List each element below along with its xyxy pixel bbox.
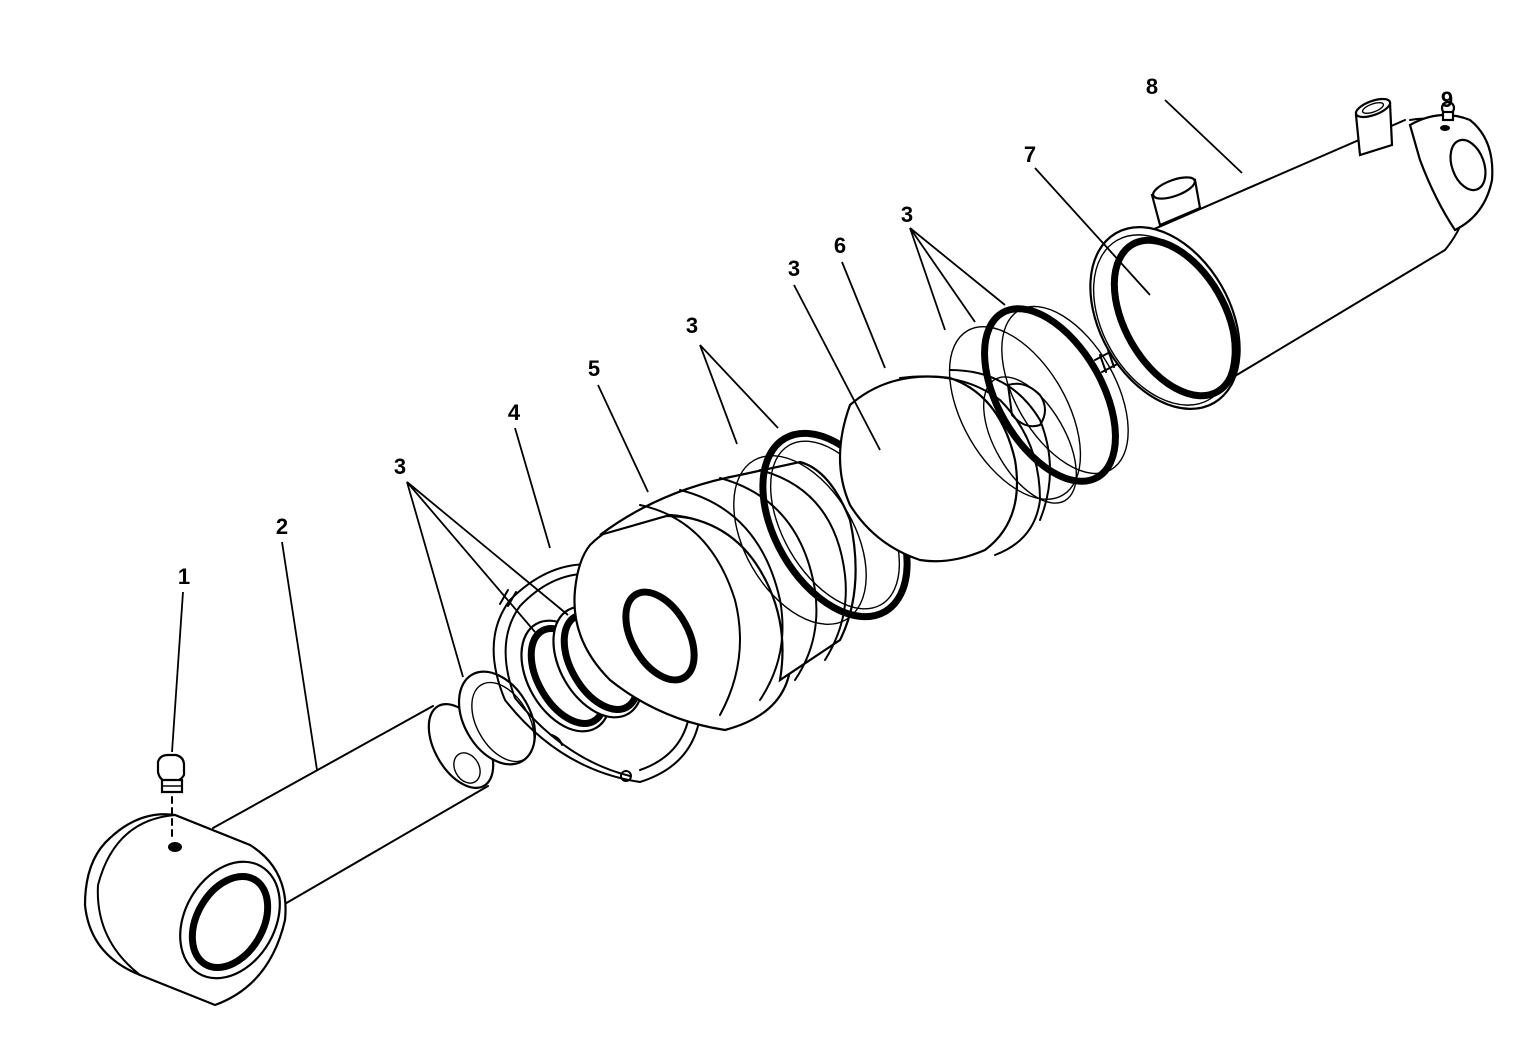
callout-6: 6 <box>834 233 846 258</box>
wear-ring-left <box>457 670 563 766</box>
callout-labels: 1 2 3 4 5 3 3 6 3 7 8 9 <box>178 74 1453 589</box>
leader-lines <box>171 99 1243 771</box>
rod-assembly <box>83 702 495 1007</box>
callout-3-piston-seal: 3 <box>788 256 800 281</box>
callout-9: 9 <box>1441 87 1453 112</box>
callout-3-piston-rings: 3 <box>901 202 913 227</box>
piston <box>838 369 1078 563</box>
callout-8: 8 <box>1146 74 1158 99</box>
barrel-grease-fitting <box>1440 100 1456 122</box>
callout-1: 1 <box>178 564 190 589</box>
grease-fitting <box>156 753 186 839</box>
callout-3-rod-seals: 3 <box>394 454 406 479</box>
gland-head <box>573 460 857 732</box>
callout-5: 5 <box>588 356 600 381</box>
callout-2: 2 <box>276 514 288 539</box>
callout-3-gland-rings: 3 <box>686 313 698 338</box>
piston-seals <box>948 305 1129 500</box>
barrel <box>1089 97 1494 410</box>
callout-4: 4 <box>508 400 521 425</box>
callout-7: 7 <box>1024 142 1036 167</box>
